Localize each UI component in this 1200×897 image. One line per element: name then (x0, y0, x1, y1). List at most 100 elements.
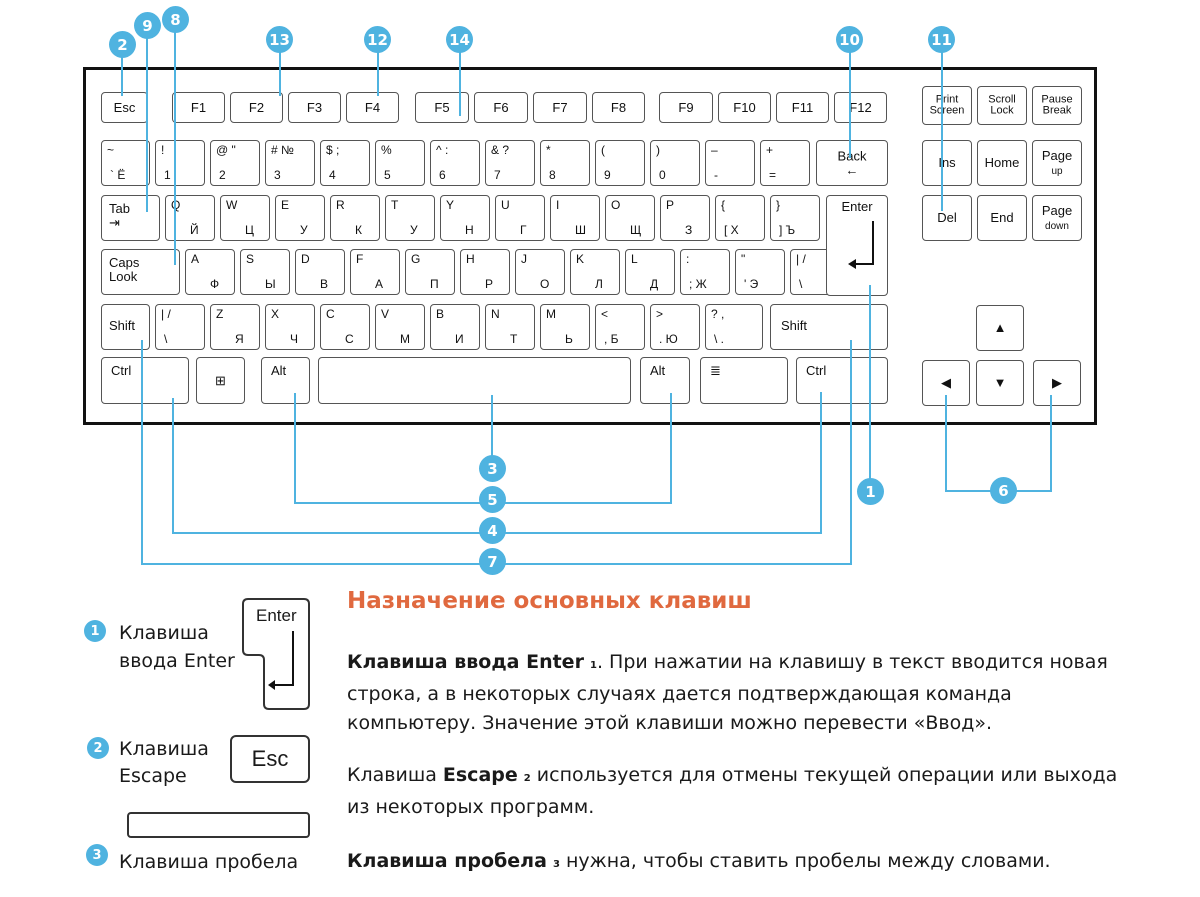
callout-badge-3: 3 (479, 455, 506, 482)
key-3-top: # № (271, 143, 294, 157)
key-b-top: B (436, 307, 445, 321)
key-j-top: J (521, 252, 527, 266)
key-f1-label: F1 (190, 99, 207, 115)
key-k-bottom: Л (595, 277, 603, 291)
key-p-bottom: З (685, 223, 693, 237)
key-u-top: U (501, 198, 510, 212)
key-lbracket-top: { (721, 198, 726, 212)
callout-line-7c (850, 340, 852, 565)
key-l-top: L (631, 252, 638, 266)
key-r-bottom: К (355, 223, 362, 237)
legend-label-1a: Клавиша (119, 622, 209, 644)
key-semicolon: :; Ж (680, 249, 730, 295)
key-home: Home (977, 140, 1027, 186)
key-backspace-label: Back← (837, 148, 867, 177)
key-i-top: I (556, 198, 560, 212)
key-menu: ≣ (700, 357, 788, 404)
key-w-top: W (226, 198, 238, 212)
key-f5-label: F5 (434, 99, 450, 115)
legend-badge-3: 3 (86, 844, 108, 866)
key-quote: "' Э (735, 249, 785, 295)
key-lbracket: { [ Х (715, 195, 765, 241)
key-del-label: Del (937, 210, 957, 226)
callout-line-6c (1016, 490, 1052, 492)
key-enter: Enter (826, 195, 888, 296)
p1-term: Клавиша ввода Enter (347, 651, 584, 673)
key-f2-label: F2 (248, 99, 265, 115)
key-k-top: K (576, 252, 585, 266)
key-ctrl-left: Ctrl (101, 357, 189, 404)
key-w-bottom: Ц (245, 223, 254, 237)
key-f9: F9 (659, 92, 713, 123)
key-2: @ "2 (210, 140, 260, 186)
key-o-top: O (611, 198, 621, 212)
key-7-bottom: 7 (494, 168, 501, 182)
legend-enter-key-label: Enter (256, 606, 297, 625)
key-h-top: H (466, 252, 475, 266)
key-n-top: N (491, 307, 500, 321)
key-backspace: Back← (816, 140, 888, 186)
callout-line-6a (945, 395, 947, 492)
callout-line-2 (121, 56, 123, 96)
key-m-top: M (546, 307, 556, 321)
key-arrow-down: ▼ (976, 360, 1024, 406)
legend-label-2b: Escape (119, 765, 187, 787)
key-v-top: V (381, 307, 390, 321)
key-f3: F3 (288, 92, 341, 123)
key-9-bottom: 9 (604, 168, 611, 182)
key-arrow-up-label: ▲ (993, 320, 1007, 336)
key-c-bottom: С (345, 332, 354, 346)
key-quote-bottom: ' Э (744, 277, 759, 291)
key-f8-label: F8 (610, 99, 627, 115)
key-7-top: & ? (491, 143, 510, 157)
callout-line-12 (377, 51, 379, 96)
article-paragraph-3: Клавиша пробела 3 нужна, чтобы ставить п… (347, 847, 1137, 879)
key-d-top: D (301, 252, 310, 266)
key-arrow-left-label: ◀ (941, 375, 951, 391)
enter-arrow-stem (854, 263, 874, 265)
key-f8: F8 (592, 92, 645, 123)
p2-term: Escape (442, 764, 518, 786)
key-z-top: Z (216, 307, 224, 321)
key-x-top: X (271, 307, 280, 321)
key-7: & ? 7 (485, 140, 535, 186)
key-arrow-up: ▲ (976, 305, 1024, 351)
callout-badge-4: 4 (479, 517, 506, 544)
key-t-top: T (391, 198, 399, 212)
key-semicolon-bottom: ; Ж (689, 277, 707, 291)
key-a-bottom: Ф (210, 277, 220, 291)
key-backslash-top: | / (796, 252, 806, 266)
key-pipe-top: | / (161, 307, 171, 321)
key-9-top: ( (601, 143, 605, 157)
key-slash-top: ? , (711, 307, 725, 321)
callout-line-3 (491, 395, 493, 457)
key-6: ^ :6 (430, 140, 480, 186)
key-tab: Tab⇥ (101, 195, 160, 241)
key-lbracket-bottom: [ Х (724, 223, 739, 237)
key-l-bottom: Д (650, 277, 659, 291)
key-minus-top: – (711, 143, 718, 157)
key-c-top: C (326, 307, 335, 321)
key-period-bottom: . Ю (659, 332, 678, 346)
key-u-bottom: Г (520, 223, 527, 237)
key-2-bottom: 2 (219, 168, 226, 182)
legend-esc-key: Esc (230, 735, 310, 783)
callout-line-11 (941, 51, 943, 211)
key-f11-label: F11 (791, 99, 814, 115)
key-alt-left: Alt (261, 357, 310, 404)
callout-badge-7: 7 (479, 548, 506, 575)
